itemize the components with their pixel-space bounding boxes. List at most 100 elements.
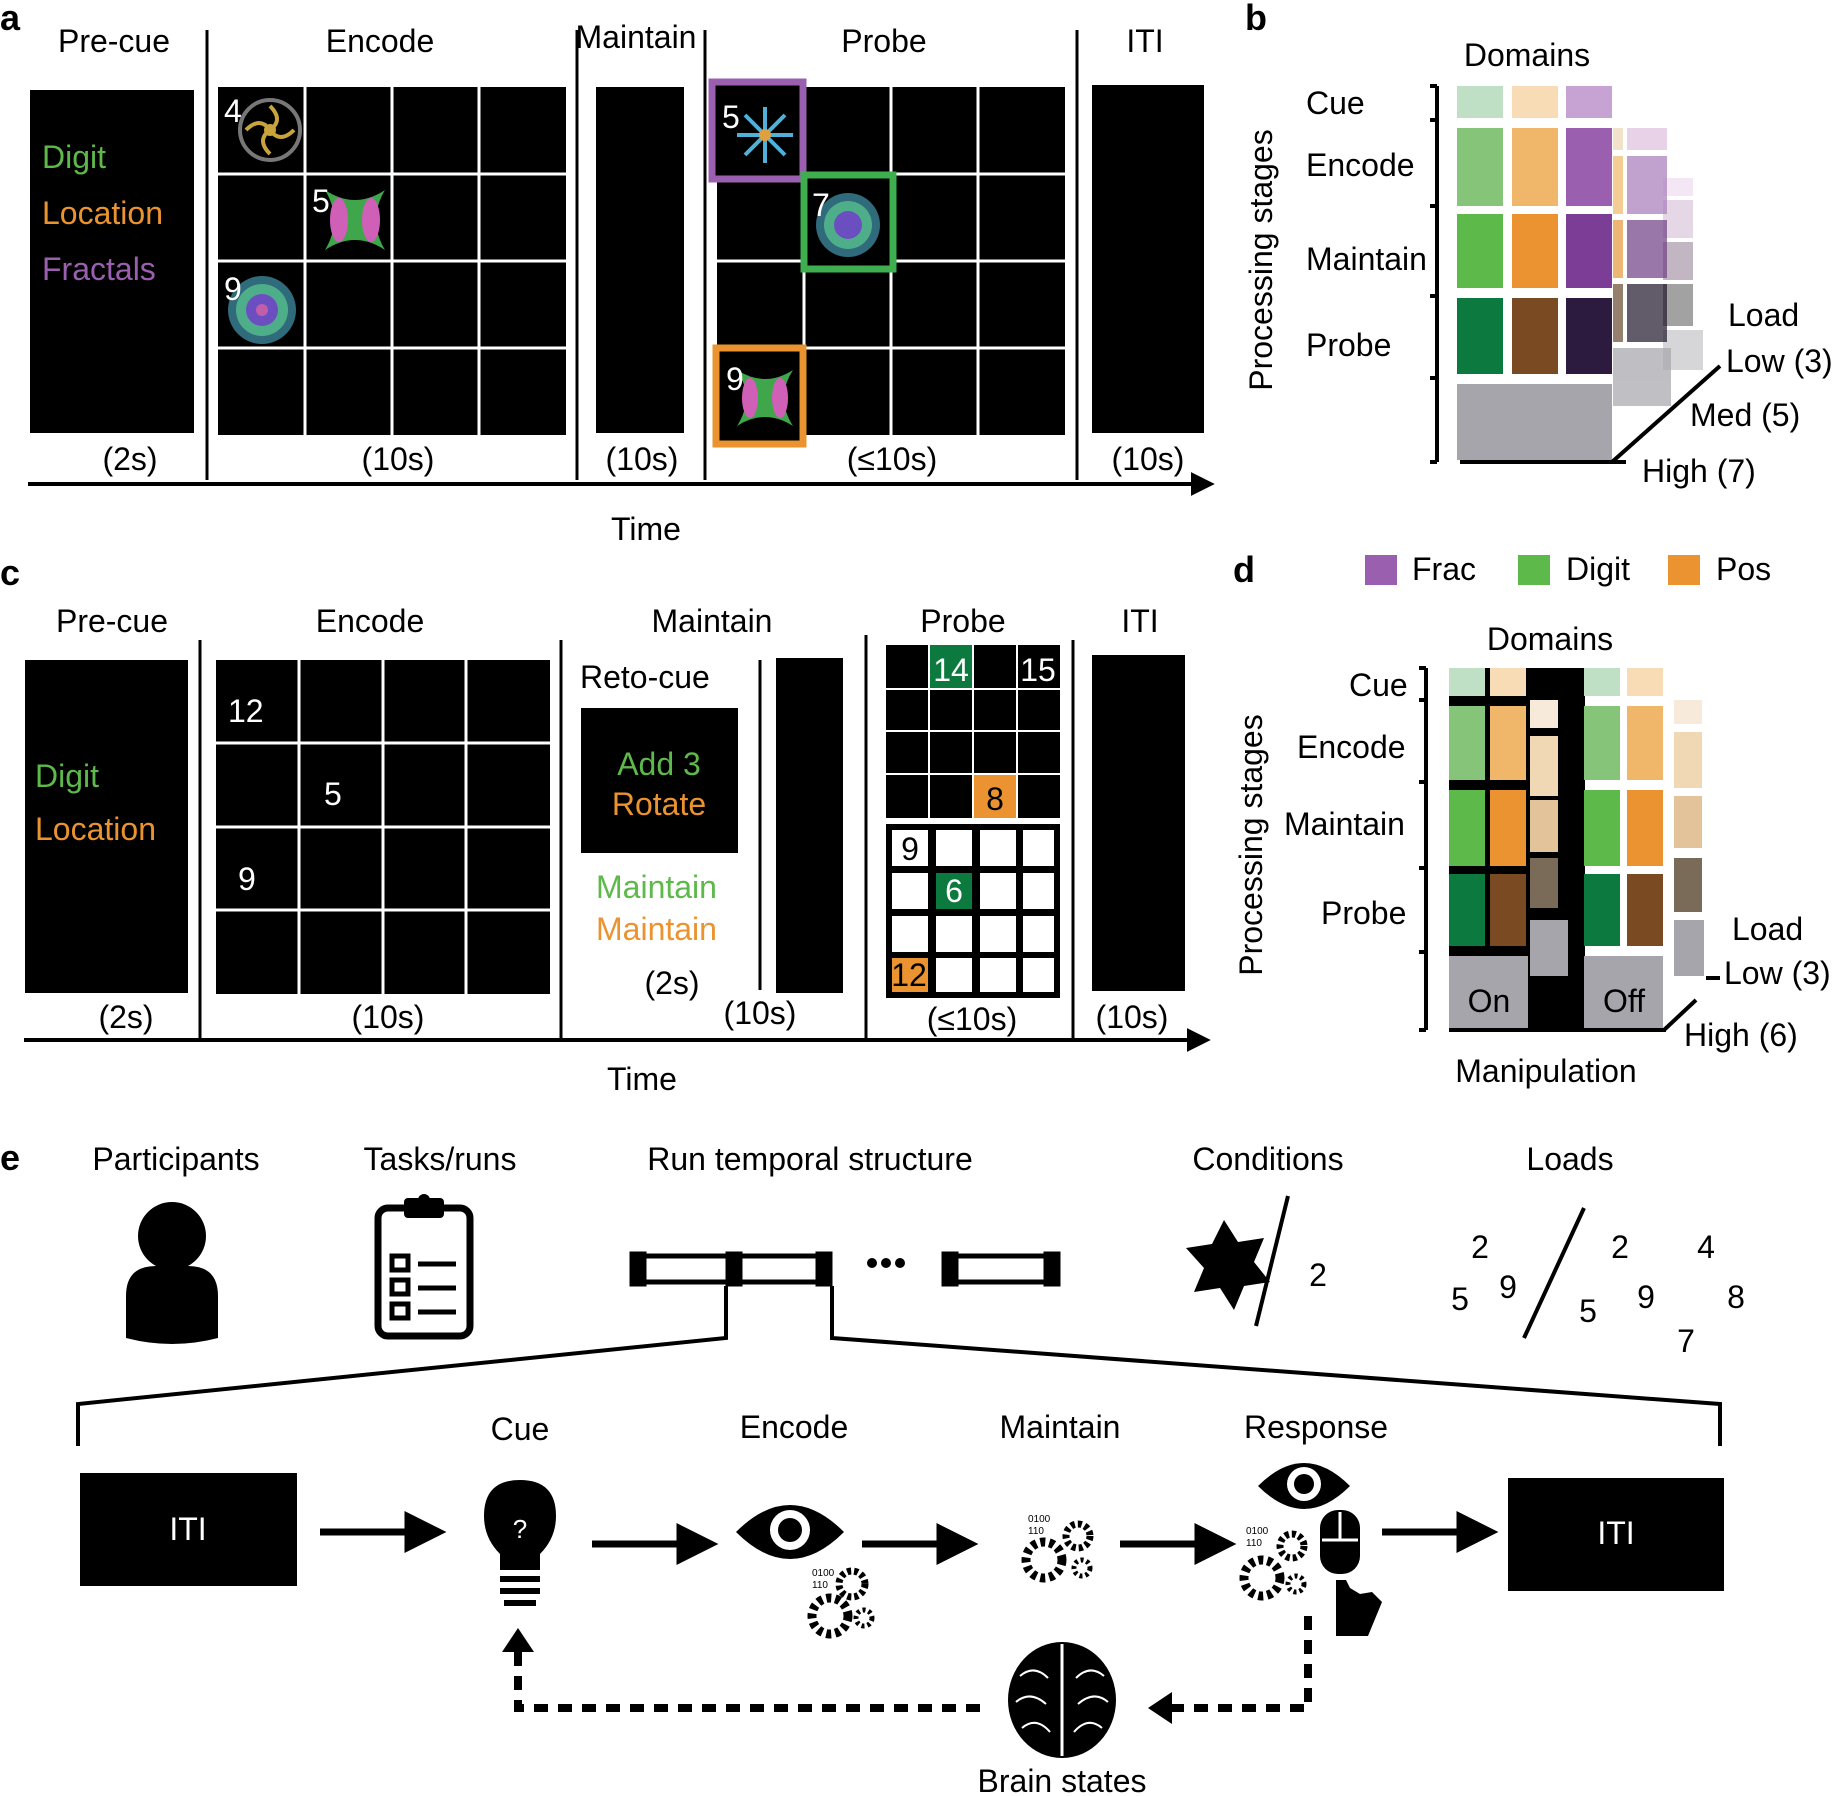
load-high: High (7) xyxy=(1642,453,1756,489)
axis-label: Processing stages xyxy=(1243,129,1279,390)
duration-probe: (≤10s) xyxy=(927,1001,1017,1037)
feedback-arrowhead xyxy=(502,1628,534,1652)
encode-grid: 4 5 9 xyxy=(218,87,566,435)
probe-item-label: 5 xyxy=(722,99,740,135)
header-iti: ITI xyxy=(1121,603,1158,639)
duration-probe: (≤10s) xyxy=(847,441,937,477)
load-label: Load xyxy=(1728,297,1799,333)
flow-cue-label: Cue xyxy=(491,1411,550,1447)
category-run: Run temporal structure xyxy=(647,1141,972,1177)
precue-screen xyxy=(25,660,188,993)
header-maintain: Maintain xyxy=(652,603,773,639)
panel-b: Domains Processing stages Cue Encode Mai… xyxy=(1243,37,1833,489)
feedback-path xyxy=(1160,1616,1312,1712)
iti-screen xyxy=(1092,85,1204,433)
panel-letter-b: b xyxy=(1245,0,1267,38)
flow-maintain-label: Maintain xyxy=(1000,1409,1121,1445)
duration-maintain: (10s) xyxy=(724,995,797,1031)
probe-number: 12 xyxy=(891,957,927,993)
fractal-icon xyxy=(238,98,302,162)
probe-grid-bottom: 9 6 12 xyxy=(886,824,1060,998)
encode-grid: 12 5 9 xyxy=(216,660,550,994)
encode-item-label: 4 xyxy=(224,93,242,129)
retrocue-line2: Rotate xyxy=(612,786,706,822)
category-conditions: Conditions xyxy=(1192,1141,1343,1177)
time-label: Time xyxy=(611,511,681,547)
stage-maintain: Maintain xyxy=(1284,806,1405,842)
stage-cue: Cue xyxy=(1306,85,1365,121)
load-digit: 4 xyxy=(1697,1229,1715,1265)
cue-location: Location xyxy=(35,811,156,847)
gears-icon xyxy=(807,1567,875,1639)
encode-number: 9 xyxy=(238,861,256,897)
bulb-question-mark: ? xyxy=(513,1514,527,1544)
header-precue: Pre-cue xyxy=(56,603,168,639)
flow-encode-label: Encode xyxy=(740,1409,849,1445)
stage-probe: Probe xyxy=(1306,327,1391,363)
run-timeline-icon xyxy=(629,1251,1061,1287)
manipulation-label: Manipulation xyxy=(1455,1053,1636,1089)
iti-left-label: ITI xyxy=(169,1511,206,1547)
load-digit: 5 xyxy=(1579,1293,1597,1329)
stage-encode: Encode xyxy=(1297,729,1406,765)
header-maintain: Maintain xyxy=(576,19,697,55)
probe-item-label: 9 xyxy=(726,361,744,397)
manipulation-on-group: On xyxy=(1449,668,1585,1030)
category-tasks: Tasks/runs xyxy=(364,1141,517,1177)
manipulation-off-group: Off xyxy=(1584,668,1704,1030)
domains-label: Domains xyxy=(1487,621,1613,657)
encode-number: 5 xyxy=(324,776,342,812)
load-digit: 5 xyxy=(1451,1281,1469,1317)
legend-frac: Frac xyxy=(1412,551,1476,587)
iti-right-label: ITI xyxy=(1597,1515,1634,1551)
binary-text: 0100 xyxy=(1246,1526,1269,1537)
binary-text: 110 xyxy=(1028,1526,1044,1537)
category-loads: Loads xyxy=(1526,1141,1613,1177)
gears-icon xyxy=(1021,1520,1094,1583)
precue-screen xyxy=(30,90,194,433)
header-encode: Encode xyxy=(326,23,435,59)
panel-c: Pre-cue Encode Maintain Probe ITI Digit … xyxy=(24,603,1211,1097)
cue-fractals: Fractals xyxy=(42,251,156,287)
load-layer-mid xyxy=(1613,128,1671,406)
mouse-click-icon xyxy=(1320,1510,1382,1636)
probe-number: 9 xyxy=(901,831,919,867)
legend-digit: Digit xyxy=(1566,551,1630,587)
category-participants: Participants xyxy=(92,1141,259,1177)
load-layer-back xyxy=(1663,178,1703,370)
duration-encode: (10s) xyxy=(352,999,425,1035)
load-digit: 2 xyxy=(1611,1229,1629,1265)
manipulation-off-label: Off xyxy=(1603,983,1645,1019)
legend-swatch-pos xyxy=(1668,555,1700,585)
stage-cue: Cue xyxy=(1349,667,1408,703)
fractal-icon xyxy=(737,107,793,163)
probe-item-label: 7 xyxy=(812,187,830,223)
header-encode: Encode xyxy=(316,603,425,639)
fractal-icon xyxy=(1186,1220,1270,1310)
encode-number: 12 xyxy=(228,693,264,729)
eye-icon xyxy=(736,1505,844,1559)
encode-item-label: 9 xyxy=(224,271,242,307)
panel-letter-e: e xyxy=(0,1137,20,1178)
feedback-arrowhead xyxy=(1148,1692,1172,1724)
duration-encode: (10s) xyxy=(362,441,435,477)
retrocue-screen xyxy=(581,708,738,853)
panel-e: Participants Tasks/runs Run temporal str… xyxy=(76,1141,1745,1796)
iti-box-left xyxy=(80,1473,297,1586)
flow-response-label: Response xyxy=(1244,1409,1388,1445)
brain-icon xyxy=(1008,1642,1116,1758)
cue-location: Location xyxy=(42,195,163,231)
clipboard-icon xyxy=(374,1194,474,1340)
fractal-icon xyxy=(228,276,296,344)
fractal-icon xyxy=(325,190,385,250)
load-high: High (6) xyxy=(1684,1017,1798,1053)
legend-pos: Pos xyxy=(1716,551,1771,587)
header-iti: ITI xyxy=(1126,23,1163,59)
panel-letter-c: c xyxy=(0,552,20,593)
encode-item-label: 5 xyxy=(312,183,330,219)
binary-text: 0100 xyxy=(1028,1514,1051,1525)
legend-swatch-digit xyxy=(1518,555,1550,585)
gears-icon xyxy=(1239,1530,1308,1601)
iti-box-right xyxy=(1508,1478,1724,1591)
